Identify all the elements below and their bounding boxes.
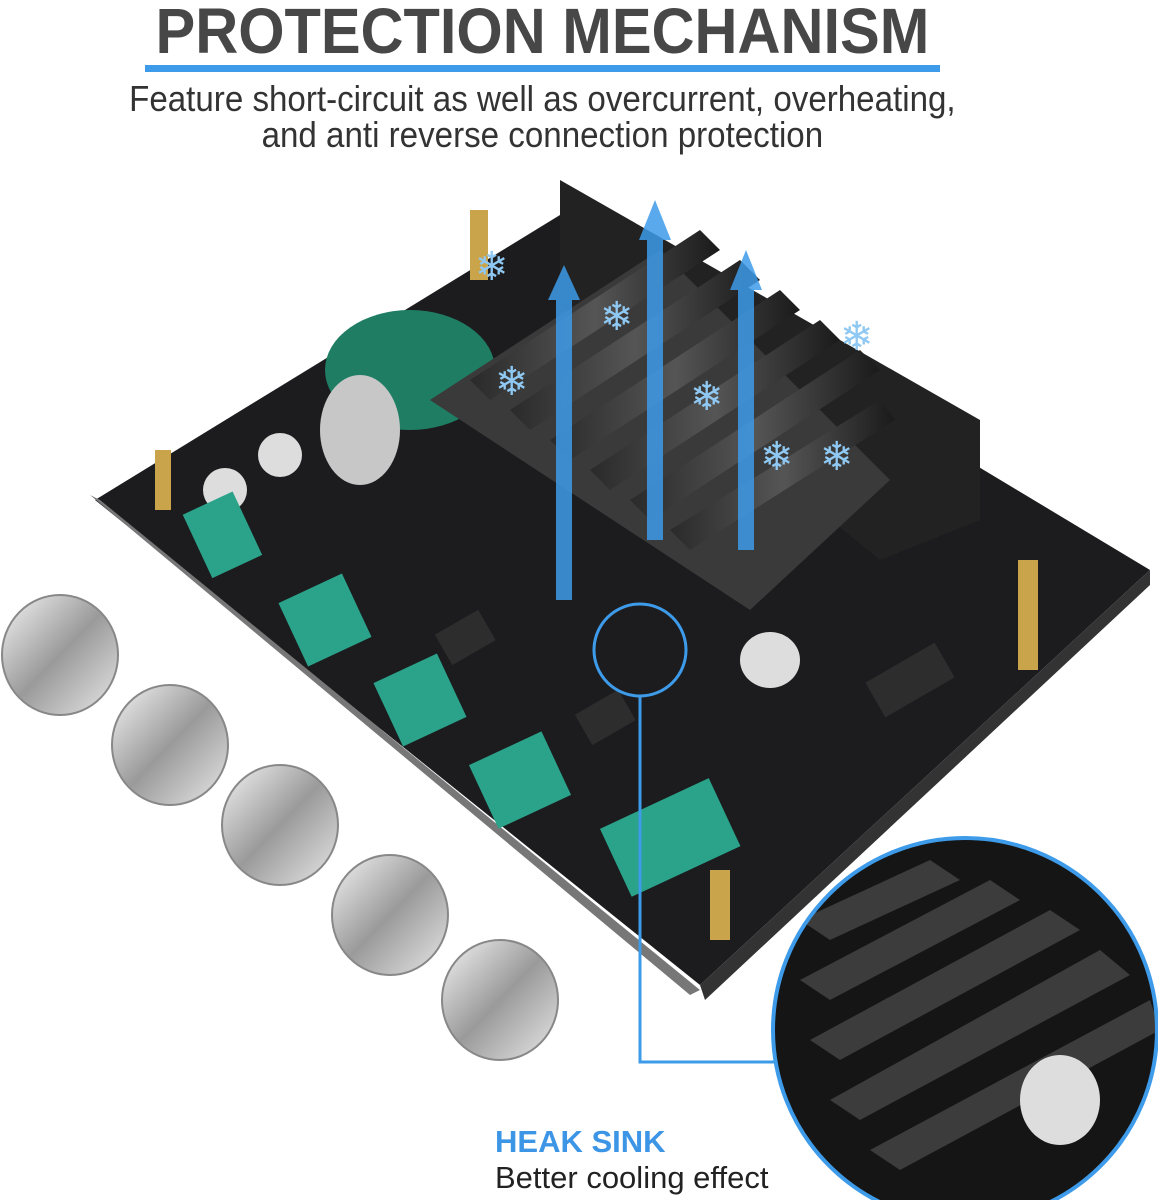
page-title: PROTECTION MECHANISM (155, 0, 930, 67)
svg-text:❄: ❄ (600, 294, 634, 340)
subtitle-line-2: and anti reverse connection protection (261, 114, 824, 155)
callout-title: HEAK SINK (495, 1124, 666, 1159)
front-panel (90, 495, 700, 995)
svg-text:❄: ❄ (690, 374, 724, 420)
heatsink-closeup (773, 838, 1157, 1200)
svg-text:❄: ❄ (760, 434, 794, 480)
svg-text:❄: ❄ (475, 244, 509, 290)
callout-description: Better cooling effect (495, 1160, 769, 1195)
volume-knobs (1, 594, 559, 1061)
cooling-arrows (548, 200, 762, 600)
snowflake-icons: ❄ ❄ ❄ ❄ ❄ ❄ ❄ (475, 244, 874, 480)
potentiometers (182, 491, 741, 897)
svg-text:❄: ❄ (495, 359, 529, 405)
svg-text:❄: ❄ (840, 314, 874, 360)
title-underline (145, 65, 940, 72)
svg-text:❄: ❄ (820, 434, 854, 480)
subtitle-line-1: Feature short-circuit as well as overcur… (129, 78, 956, 119)
